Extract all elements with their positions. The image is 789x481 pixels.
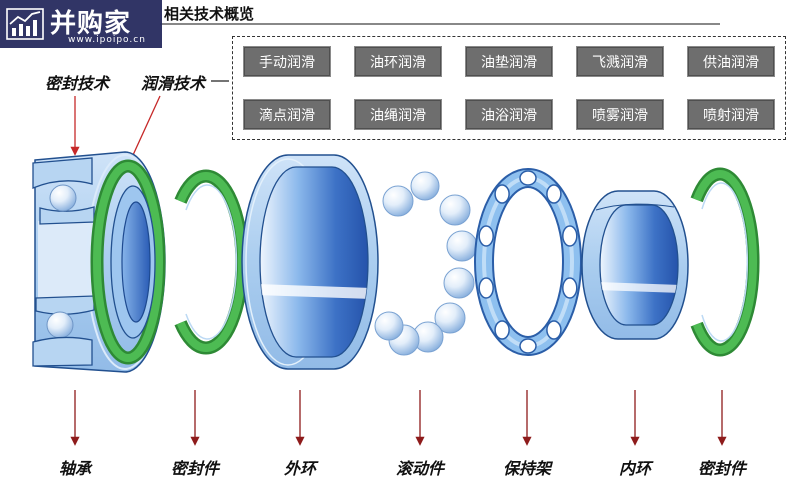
method-oil-bath-lubrication: 油浴润滑 (465, 99, 553, 130)
logo-brand: 并购家 (50, 9, 132, 39)
method-feed-lubrication: 供油润滑 (687, 46, 775, 77)
bearing-seal-highlight (93, 162, 163, 362)
label-outer-ring: 外环 (283, 459, 316, 478)
ball (374, 311, 404, 341)
chart-icon (6, 8, 44, 40)
outer-ring-raceway (259, 166, 369, 358)
method-wick-lubrication: 油绳润滑 (354, 99, 442, 130)
seal-right (690, 167, 760, 357)
cage-pocket (478, 225, 494, 247)
cage-pocket (546, 184, 562, 204)
label-bearing: 轴承 (58, 459, 91, 478)
cage-pocket (562, 225, 578, 247)
outer-ring (241, 154, 379, 370)
label-seal-left: 密封件 (170, 459, 219, 478)
label-cage: 保持架 (502, 459, 551, 478)
component-arrows (70, 390, 727, 446)
cage-pocket (562, 277, 578, 299)
outer-ring-highlight (260, 284, 368, 299)
bearing-ball-top (49, 184, 77, 212)
rolling-elements (374, 171, 478, 356)
ball (382, 185, 414, 217)
ball (443, 267, 475, 299)
cage-pocket (519, 338, 537, 354)
cage-pocket (519, 170, 537, 186)
inner-ring-groove (595, 203, 675, 211)
bearing-assembly (32, 151, 166, 373)
method-splash-lubrication: 飞溅润滑 (576, 46, 664, 77)
cage-pocket (478, 277, 494, 299)
method-manual-lubrication: 手动润滑 (243, 46, 331, 77)
inner-ring-highlight (600, 282, 678, 293)
cage-pocket (494, 320, 510, 340)
page-title: 相关技术概览 (164, 5, 255, 23)
seal-right-lip (701, 182, 749, 342)
ball (446, 230, 478, 262)
inner-ring (581, 190, 689, 340)
bearing-bore (121, 201, 151, 323)
inner-ring-bore (599, 204, 679, 326)
ball (439, 194, 471, 226)
ball (410, 171, 440, 201)
cage-pocket (494, 184, 510, 204)
logo: 并购家 www.ipoipo.cn (0, 0, 162, 48)
seal-left-lip (185, 184, 238, 340)
label-rolling-elements: 滚动件 (395, 459, 444, 478)
method-oil-ring-lubrication: 油环润滑 (354, 46, 442, 77)
bearing-outer-race-bottom (32, 336, 93, 367)
method-oil-pad-lubrication: 油垫润滑 (465, 46, 553, 77)
cage-pocket (546, 320, 562, 340)
sealing-technology-label: 密封技术 (45, 74, 110, 93)
seal-right-highlight (692, 170, 758, 354)
method-drip-lubrication: 滴点润滑 (243, 99, 331, 130)
label-seal-right: 密封件 (697, 459, 746, 478)
bearing-ball-bottom (46, 311, 74, 339)
lubrication-methods-box: 手动润滑 油环润滑 油垫润滑 飞溅润滑 供油润滑 滴点润滑 油绳润滑 油浴润滑 … (232, 36, 786, 140)
lubrication-technology-label: 润滑技术 (141, 74, 206, 93)
logo-site: www.ipoipo.cn (68, 35, 146, 45)
bearing-outer-race-top (32, 157, 93, 189)
cage (474, 168, 582, 356)
ball (434, 302, 466, 334)
label-inner-ring: 内环 (618, 459, 651, 478)
bearing-inner-race-bottom (35, 295, 95, 315)
cage-highlight (482, 176, 574, 348)
seal-left (174, 169, 249, 355)
method-jet-lubrication: 喷射润滑 (687, 99, 775, 130)
bearing-interior (38, 217, 100, 306)
method-spray-lubrication: 喷雾润滑 (576, 99, 664, 130)
